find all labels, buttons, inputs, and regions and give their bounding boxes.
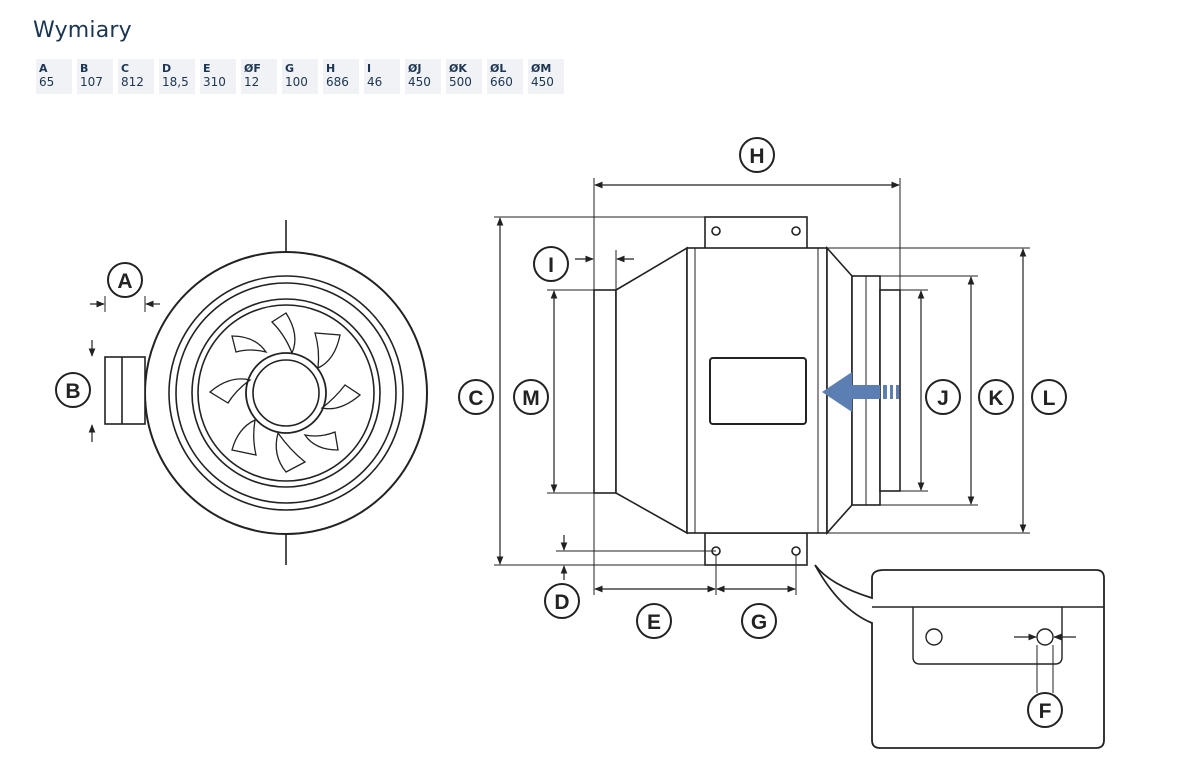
svg-text:B: B — [65, 380, 80, 403]
detail-callout — [814, 564, 1105, 749]
svg-text:G: G — [751, 611, 767, 634]
label-h: H — [739, 137, 775, 173]
svg-text:L: L — [1043, 387, 1056, 410]
svg-text:K: K — [988, 387, 1003, 410]
svg-text:H: H — [749, 145, 764, 168]
page-title: Wymiary — [33, 18, 132, 43]
label-b: B — [55, 372, 91, 408]
side-dimension-lines — [494, 178, 1030, 595]
label-c: C — [458, 379, 494, 415]
label-l: L — [1031, 379, 1067, 415]
label-k: K — [978, 379, 1014, 415]
svg-text:J: J — [937, 387, 949, 410]
svg-text:E: E — [647, 611, 661, 634]
label-g: G — [741, 603, 777, 639]
label-e: E — [636, 603, 672, 639]
label-i: I — [533, 246, 569, 282]
label-a: A — [107, 262, 143, 298]
label-m: M — [513, 379, 549, 415]
svg-text:F: F — [1039, 700, 1052, 723]
label-d: D — [544, 583, 580, 619]
airflow-arrow — [822, 372, 899, 412]
front-view — [88, 220, 428, 565]
svg-text:D: D — [554, 591, 569, 614]
svg-text:I: I — [548, 254, 554, 277]
svg-text:M: M — [522, 387, 540, 410]
svg-text:A: A — [117, 270, 132, 293]
svg-text:C: C — [468, 387, 483, 410]
label-f: F — [1027, 692, 1063, 728]
label-j: J — [925, 379, 961, 415]
